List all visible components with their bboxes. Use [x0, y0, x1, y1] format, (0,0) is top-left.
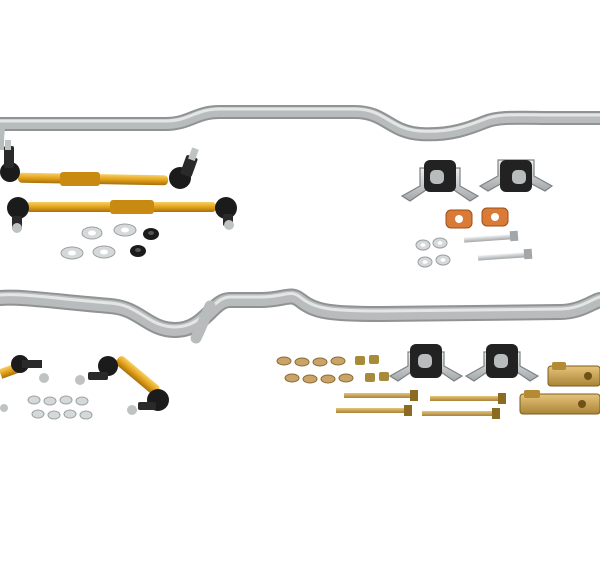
ball-joint-right [169, 147, 199, 189]
bolt [422, 408, 500, 419]
mount-plate [519, 390, 600, 415]
rear-bushing-bracket-left [388, 344, 464, 382]
bolt [463, 230, 519, 243]
ball-joint-left [7, 197, 29, 233]
rear-end-link-left [0, 355, 49, 412]
washer [60, 246, 84, 260]
front-end-link-lower [7, 197, 237, 233]
ball-joint-right [215, 197, 237, 230]
washer [81, 226, 103, 240]
front-bushing-spacers [445, 207, 509, 229]
spacer [481, 207, 509, 227]
bolt [430, 393, 506, 404]
front-bracket-bolts [463, 230, 533, 261]
rear-sway-bar [0, 288, 600, 344]
mount-plate [547, 362, 600, 387]
rear-nuts [355, 355, 389, 382]
rear-bolts [336, 390, 506, 419]
rear-link-washers [27, 395, 93, 420]
bolt [477, 248, 533, 261]
rear-bushing-bracket-right [464, 344, 540, 382]
bolt [344, 390, 418, 401]
washer [113, 223, 137, 237]
washer [92, 245, 116, 259]
ball-joint-bottom [127, 389, 169, 415]
spacer [445, 209, 473, 229]
front-bushing-bracket-left [400, 160, 480, 202]
rear-end-link-right [75, 356, 169, 415]
front-bushing-bracket-right [478, 159, 554, 192]
rear-brass-washers [276, 356, 354, 384]
bushing-nut [143, 228, 159, 240]
front-end-link-upper [0, 140, 199, 189]
bolt [336, 405, 412, 416]
rear-mount-plates [519, 362, 600, 415]
ball-joint-top [75, 356, 118, 385]
bushing-nut [130, 245, 146, 257]
front-link-hardware [60, 223, 159, 260]
ball-joint-left [0, 140, 20, 182]
front-sway-bar [0, 105, 600, 151]
front-bracket-washers [415, 237, 451, 268]
